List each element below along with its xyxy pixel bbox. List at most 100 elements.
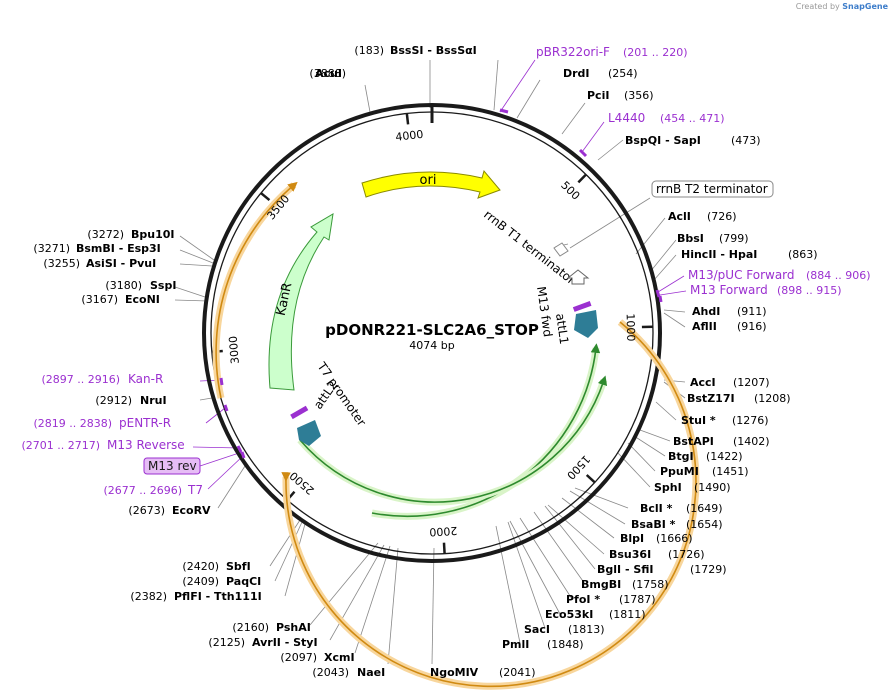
attl2-arrow	[297, 420, 321, 446]
backbone-outer	[202, 103, 662, 563]
enzyme-name-bspqi[interactable]: BspQI - SapI	[625, 134, 701, 147]
scale-tick-label: 2500	[287, 469, 317, 497]
primer-name-kan-r[interactable]: Kan-R	[128, 372, 163, 386]
enzyme-pos: (1729)	[690, 563, 727, 576]
enzyme-name-btgi[interactable]: BtgI	[668, 450, 694, 463]
enzyme-name-eco53ki[interactable]: Eco53kI	[545, 608, 593, 621]
enzyme-pos: (1811)	[609, 608, 646, 621]
enzyme-pos: (1402)	[733, 435, 770, 448]
scale-tick	[577, 173, 587, 184]
enzyme-pos: (1649)	[686, 502, 723, 515]
primer-name-m13-forward[interactable]: M13 Forward	[690, 283, 768, 297]
enzyme-name-bmgbi[interactable]: BmgBI	[581, 578, 621, 591]
enzyme-name-ecorv[interactable]: EcoRV	[172, 504, 211, 517]
enzyme-pos: (2382)	[130, 590, 167, 603]
scale-tick	[260, 192, 271, 202]
enzyme-name-bbsi[interactable]: BbsI	[677, 232, 704, 245]
ori-feature-arrow[interactable]	[361, 169, 501, 199]
enzyme-name-bsu36i[interactable]: Bsu36I	[609, 548, 651, 561]
primer-name-pbr322ori-f[interactable]: pBR322ori-F	[536, 45, 610, 59]
enzyme-pos: (3167)	[81, 293, 118, 306]
orange-arc-lower	[281, 321, 697, 688]
enzyme-name-bpu10i[interactable]: Bpu10I	[131, 228, 175, 241]
enzyme-name-acci[interactable]: AccI	[690, 376, 716, 389]
enzyme-pos: (726)	[707, 210, 737, 223]
enzyme-name-ahdi[interactable]: AhdI	[692, 305, 720, 318]
left-enzyme-labels: (3888) AcuI (183) BssSI - BssSαI (3272) …	[33, 44, 476, 679]
enzyme-pos: (1654)	[686, 518, 723, 531]
enzyme-name-bsmbi[interactable]: BsmBI - Esp3I	[76, 242, 161, 255]
enzyme-name-pfoi[interactable]: PfoI *	[566, 593, 600, 606]
enzyme-pos: (1451)	[712, 465, 749, 478]
enzyme-name-blpi[interactable]: BlpI	[620, 532, 644, 545]
enzyme-name-ppumi[interactable]: PpuMI	[660, 465, 699, 478]
enzyme-name-bsabi[interactable]: BsaBI *	[631, 518, 676, 531]
enzyme-pos: (1207)	[733, 376, 770, 389]
scale-tick	[585, 474, 596, 484]
enzyme-name-hincii[interactable]: HincII - HpaI	[681, 248, 757, 261]
enzyme-name-pmli[interactable]: PmlI	[502, 638, 529, 651]
primer-name-l4440[interactable]: L4440	[608, 111, 645, 125]
enzyme-pos: (2125)	[208, 636, 245, 649]
enzyme-pos: (1208)	[754, 392, 791, 405]
primer-name-m13-reverse[interactable]: M13 Reverse	[107, 438, 185, 452]
enzyme-name-econi[interactable]: EcoNI	[125, 293, 160, 306]
enzyme-name-stui[interactable]: StuI *	[681, 414, 716, 427]
enzyme-name-acui[interactable]: AcuI	[315, 67, 342, 80]
kanr-feature-arrow[interactable]	[268, 213, 334, 391]
m13-rev-box	[143, 457, 201, 475]
enzyme-name-asisi[interactable]: AsiSI - PvuI	[86, 257, 156, 270]
enzyme-name-xcmi[interactable]: XcmI	[324, 651, 355, 664]
enzyme-name-pflfi[interactable]: PflFI - Tth111I	[174, 590, 262, 603]
enzyme-name-naei[interactable]: NaeI	[357, 666, 385, 679]
primer-range: (2677 .. 2696)	[103, 484, 182, 497]
scale-tick-label: 3000	[227, 335, 242, 364]
primer-name-pentr-r[interactable]: pENTR-R	[119, 416, 171, 430]
enzyme-pos: (2409)	[182, 575, 219, 588]
snapgene-credit: Created by SnapGene	[796, 2, 888, 11]
enzyme-name-bcli[interactable]: BclI *	[640, 502, 673, 515]
enzyme-pos: (3255)	[43, 257, 80, 270]
enzyme-name-pcii[interactable]: PciI	[587, 89, 609, 102]
enzyme-name-bsssi[interactable]: BssSI - BssSαI	[390, 44, 477, 57]
enzyme-pos: (3271)	[33, 242, 70, 255]
enzyme-name-nrui[interactable]: NruI	[140, 394, 167, 407]
enzyme-pos: (254)	[608, 67, 638, 80]
enzyme-name-bstapi[interactable]: BstAPI	[673, 435, 714, 448]
green-arc-inner	[299, 375, 608, 503]
enzyme-name-saci[interactable]: SacI	[524, 623, 550, 636]
enzyme-name-bgli[interactable]: BglI - SfiI	[597, 563, 654, 576]
enzyme-pos: (1726)	[668, 548, 705, 561]
credit-brand: SnapGene	[842, 2, 888, 11]
primer-range: (2897 .. 2916)	[41, 373, 120, 386]
enzyme-name-ngomiv[interactable]: NgoMIV	[430, 666, 479, 679]
enzyme-name-sspi[interactable]: SspI	[150, 279, 176, 292]
enzyme-name-sphi[interactable]: SphI	[654, 481, 682, 494]
enzyme-pos: (3272)	[87, 228, 124, 241]
attl1-arrow	[574, 310, 598, 338]
enzyme-name-pshai[interactable]: PshAI	[276, 621, 311, 634]
primer-name-t7[interactable]: T7	[187, 483, 203, 497]
m13-rev-label[interactable]: M13 rev	[148, 459, 197, 473]
attl1-primer-mark	[572, 301, 592, 312]
enzyme-name-acli[interactable]: AclI	[668, 210, 691, 223]
enzyme-pos: (799)	[719, 232, 749, 245]
enzyme-pos: (2043)	[312, 666, 349, 679]
enzyme-name-aflii[interactable]: AflII	[692, 320, 717, 333]
leader-lines	[174, 59, 686, 665]
enzyme-pos: (2673)	[128, 504, 165, 517]
enzyme-name-sbfi[interactable]: SbfI	[226, 560, 251, 573]
right-enzyme-labels: DrdI (254) PciI (356) BspQI - SapI (473)…	[430, 67, 818, 679]
kanr-label: KanR	[274, 281, 296, 317]
scale-tick	[405, 113, 410, 125]
enzyme-name-avrii[interactable]: AvrII - StyI	[252, 636, 318, 649]
enzyme-name-bstz17i[interactable]: BstZ17I	[687, 392, 735, 405]
enzyme-name-paqci[interactable]: PaqCI	[226, 575, 261, 588]
primer-range: (2701 .. 2717)	[21, 439, 100, 452]
primer-name-m13-puc-forward[interactable]: M13/pUC Forward	[688, 268, 795, 282]
enzyme-pos: (2912)	[95, 394, 132, 407]
enzyme-pos: (2160)	[232, 621, 269, 634]
orange-arc-left	[215, 181, 298, 399]
enzyme-name-drdi[interactable]: DrdI	[563, 67, 590, 80]
